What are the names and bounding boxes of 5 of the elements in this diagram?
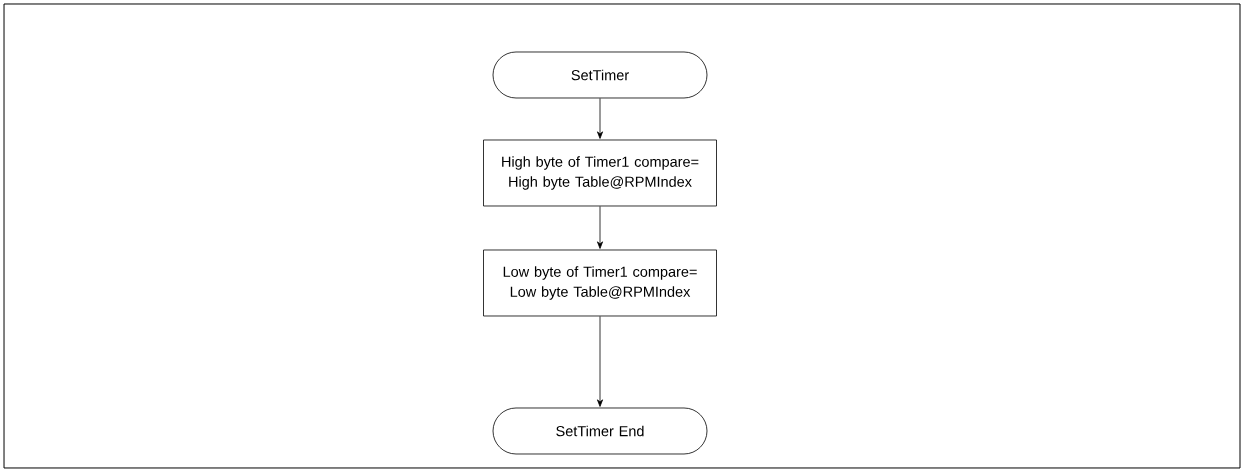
arrow [597, 98, 603, 139]
arrow [597, 206, 603, 249]
process-box: High byte of Timer1 compare= High byte Table@RPMIndex [483, 139, 717, 207]
arrow [597, 316, 603, 407]
process-box: Low byte of Timer1 compare= Low byte Table@RPMIndex [483, 249, 717, 317]
